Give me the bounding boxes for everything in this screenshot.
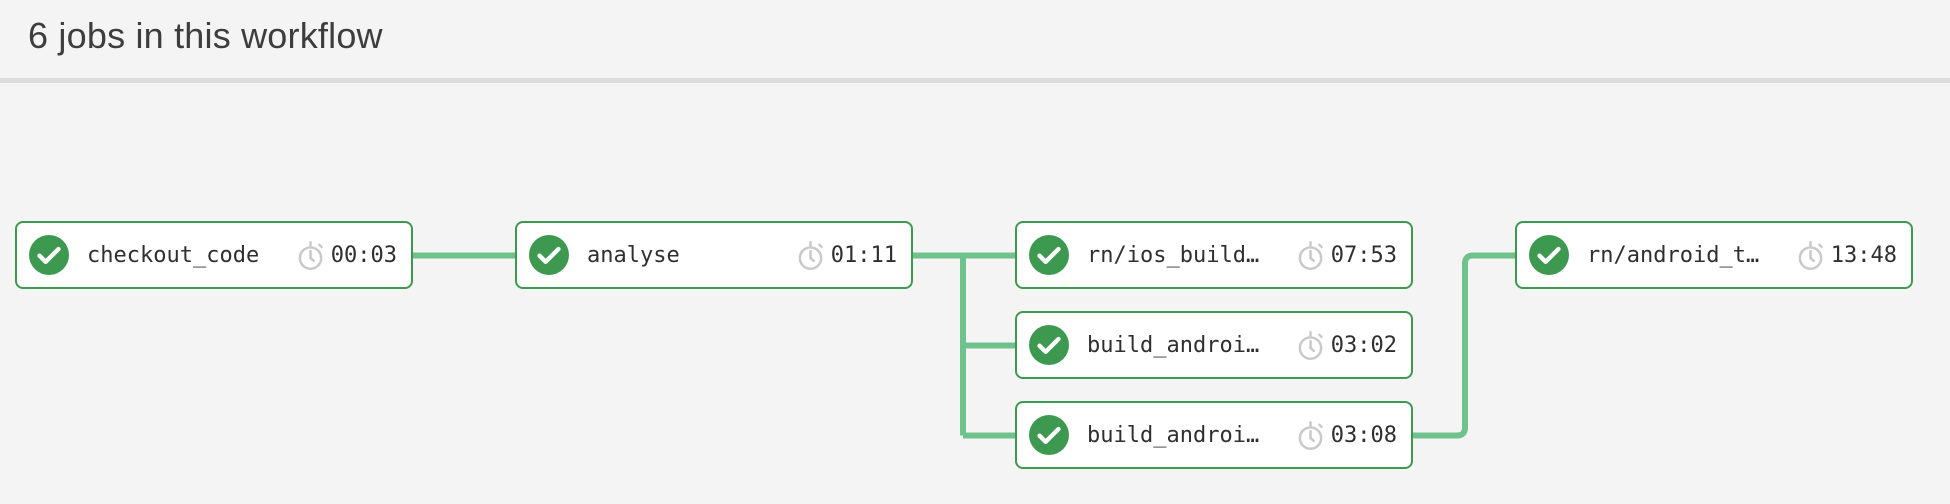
job-node[interactable]: build_androi… 03:02 xyxy=(1015,311,1413,379)
job-node[interactable]: build_androi… 03:08 xyxy=(1015,401,1413,469)
check-circle-icon xyxy=(1029,235,1069,275)
job-duration-value: 01:11 xyxy=(830,242,897,268)
stopwatch-icon xyxy=(1298,330,1323,360)
job-node[interactable]: checkout_code 00:03 xyxy=(15,221,413,289)
check-circle-icon xyxy=(529,235,569,275)
job-node[interactable]: analyse 01:11 xyxy=(515,221,913,289)
job-duration: 01:11 xyxy=(796,240,897,271)
check-circle-icon xyxy=(1029,415,1069,455)
job-duration-value: 00:03 xyxy=(330,242,397,268)
job-name: analyse xyxy=(587,242,680,268)
stopwatch-icon xyxy=(1298,420,1323,450)
check-circle-icon xyxy=(29,235,69,275)
workflow-jobs-count-title: 6 jobs in this workflow xyxy=(28,15,383,56)
job-name: build_androi… xyxy=(1087,422,1260,448)
job-duration-value: 03:08 xyxy=(1330,422,1397,448)
job-duration: 00:03 xyxy=(296,240,397,271)
stopwatch-icon xyxy=(298,240,323,270)
stopwatch-icon xyxy=(1798,240,1823,270)
job-name: rn/ios_build… xyxy=(1087,242,1260,268)
check-circle-icon xyxy=(1529,235,1569,275)
job-duration: 03:08 xyxy=(1296,420,1397,451)
job-name: checkout_code xyxy=(87,242,260,268)
header-divider xyxy=(0,78,1950,83)
stopwatch-icon xyxy=(798,240,823,270)
stopwatch-icon xyxy=(1298,240,1323,270)
job-node[interactable]: rn/android_t… 13:48 xyxy=(1515,221,1913,289)
job-duration: 03:02 xyxy=(1296,330,1397,361)
job-name: rn/android_t… xyxy=(1587,242,1760,268)
job-duration-value: 07:53 xyxy=(1330,242,1397,268)
check-circle-icon xyxy=(1029,325,1069,365)
job-duration-value: 03:02 xyxy=(1330,332,1397,358)
job-node[interactable]: rn/ios_build… 07:53 xyxy=(1015,221,1413,289)
job-duration: 13:48 xyxy=(1796,240,1897,271)
job-duration-value: 13:48 xyxy=(1830,242,1897,268)
job-duration: 07:53 xyxy=(1296,240,1397,271)
job-name: build_androi… xyxy=(1087,332,1260,358)
